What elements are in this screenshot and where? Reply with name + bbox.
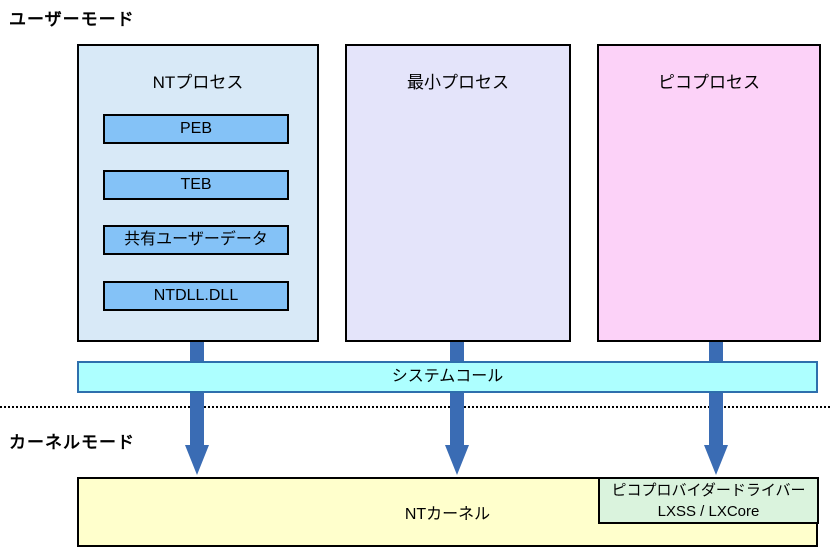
arrow-head xyxy=(185,445,209,475)
pico-process-title: ピコプロセス xyxy=(658,73,760,92)
mode-divider-line xyxy=(0,406,830,408)
component-shared-user-data: 共有ユーザーデータ xyxy=(103,225,289,255)
arrow-head xyxy=(445,445,469,475)
component-ntdll: NTDLL.DLL xyxy=(103,281,289,311)
pico-driver-title: ピコプロバイダードライバー xyxy=(611,482,806,499)
system-call-bar: システムコール xyxy=(77,361,818,393)
pico-driver-subtitle: LXSS / LXCore xyxy=(657,503,760,520)
minimal-process-box: 最小プロセス xyxy=(345,44,571,342)
arrow-shaft xyxy=(450,342,464,446)
nt-process-title: NTプロセス xyxy=(152,73,244,92)
pico-process-box: ピコプロセス xyxy=(597,44,821,342)
nt-process-box: NTプロセス PEB TEB 共有ユーザーデータ NTDLL.DLL xyxy=(77,44,319,342)
user-mode-label: ユーザーモード xyxy=(9,10,135,29)
system-call-label: システムコール xyxy=(391,368,504,385)
component-peb: PEB xyxy=(103,114,289,144)
nt-kernel-title: NTカーネル xyxy=(404,506,491,523)
arrow-shaft xyxy=(709,342,723,446)
kernel-mode-label: カーネルモード xyxy=(9,433,135,452)
arrow-shaft xyxy=(190,342,204,446)
arrow-head xyxy=(704,445,728,475)
component-teb: TEB xyxy=(103,170,289,200)
minimal-process-title: 最小プロセス xyxy=(407,73,509,92)
pico-provider-driver-box: ピコプロバイダードライバー LXSS / LXCore xyxy=(598,477,819,524)
